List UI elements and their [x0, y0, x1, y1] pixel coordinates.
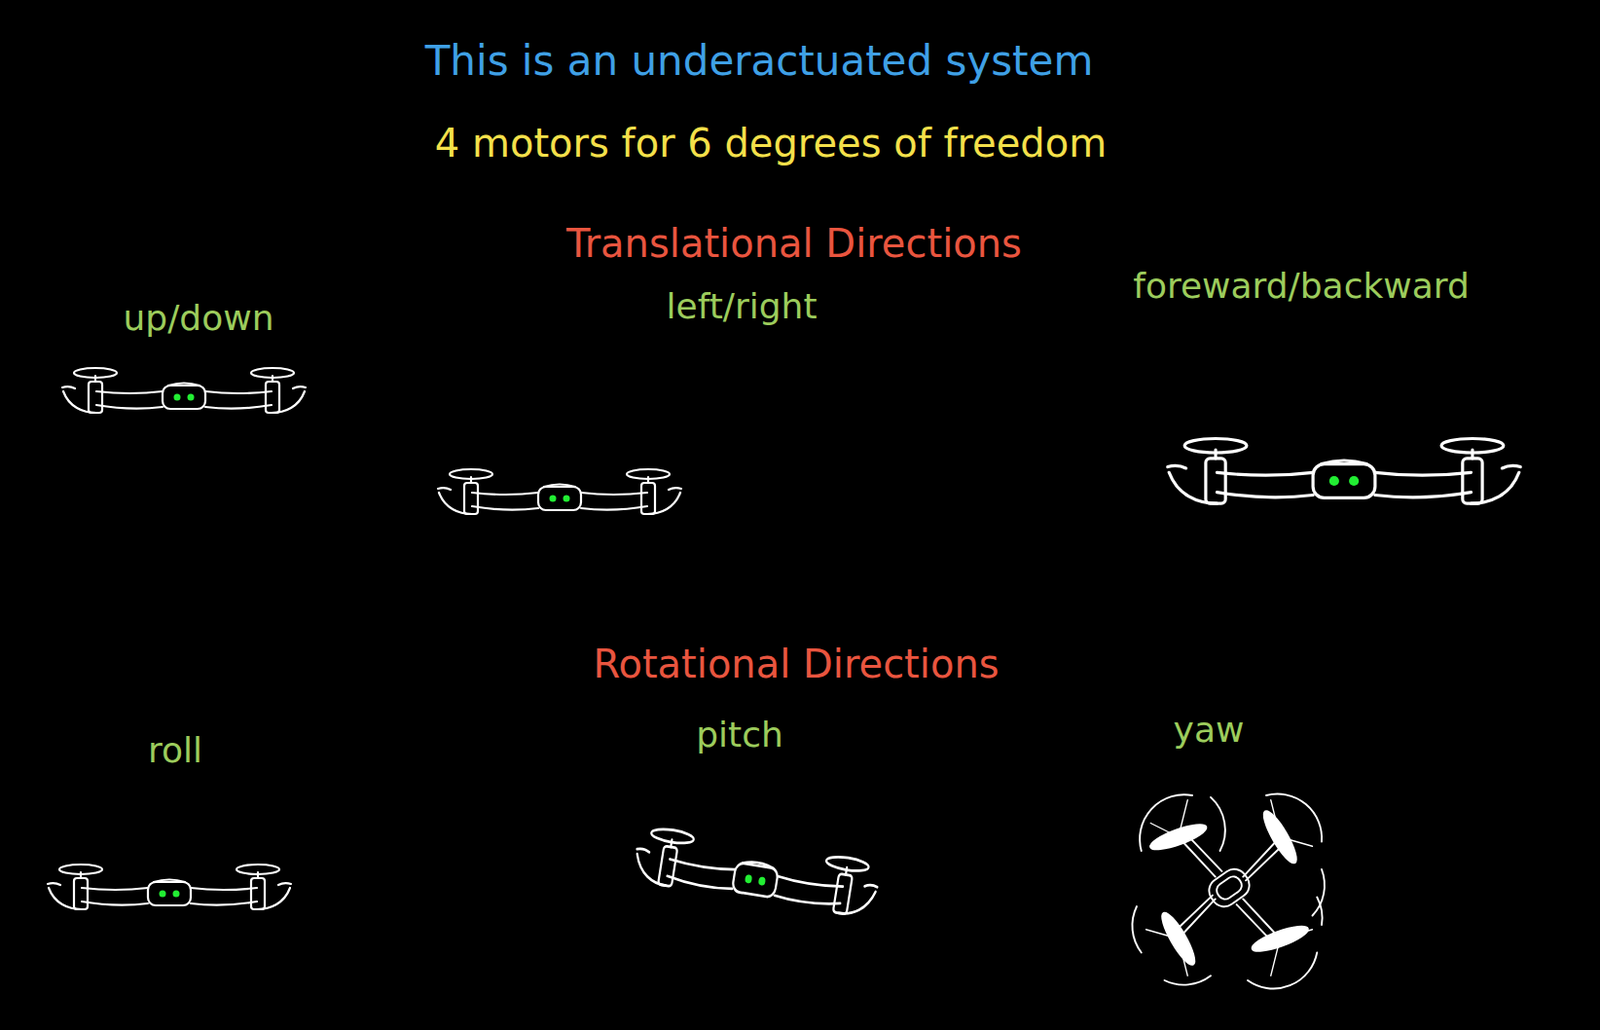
- title-text: This is an underactuated system: [425, 37, 1094, 85]
- section-heading: Rotational Directions: [592, 641, 999, 687]
- motion-label: yaw: [1173, 709, 1245, 750]
- section-heading: Translational Directions: [566, 220, 1022, 266]
- motion-label: pitch: [695, 714, 784, 755]
- subtitle-text: 4 motors for 6 degrees of freedom: [435, 120, 1107, 166]
- motion-label: foreward/backward: [1132, 265, 1470, 306]
- motion-label: left/right: [665, 286, 817, 327]
- motion-label: up/down: [123, 297, 275, 338]
- motion-label: roll: [147, 729, 203, 770]
